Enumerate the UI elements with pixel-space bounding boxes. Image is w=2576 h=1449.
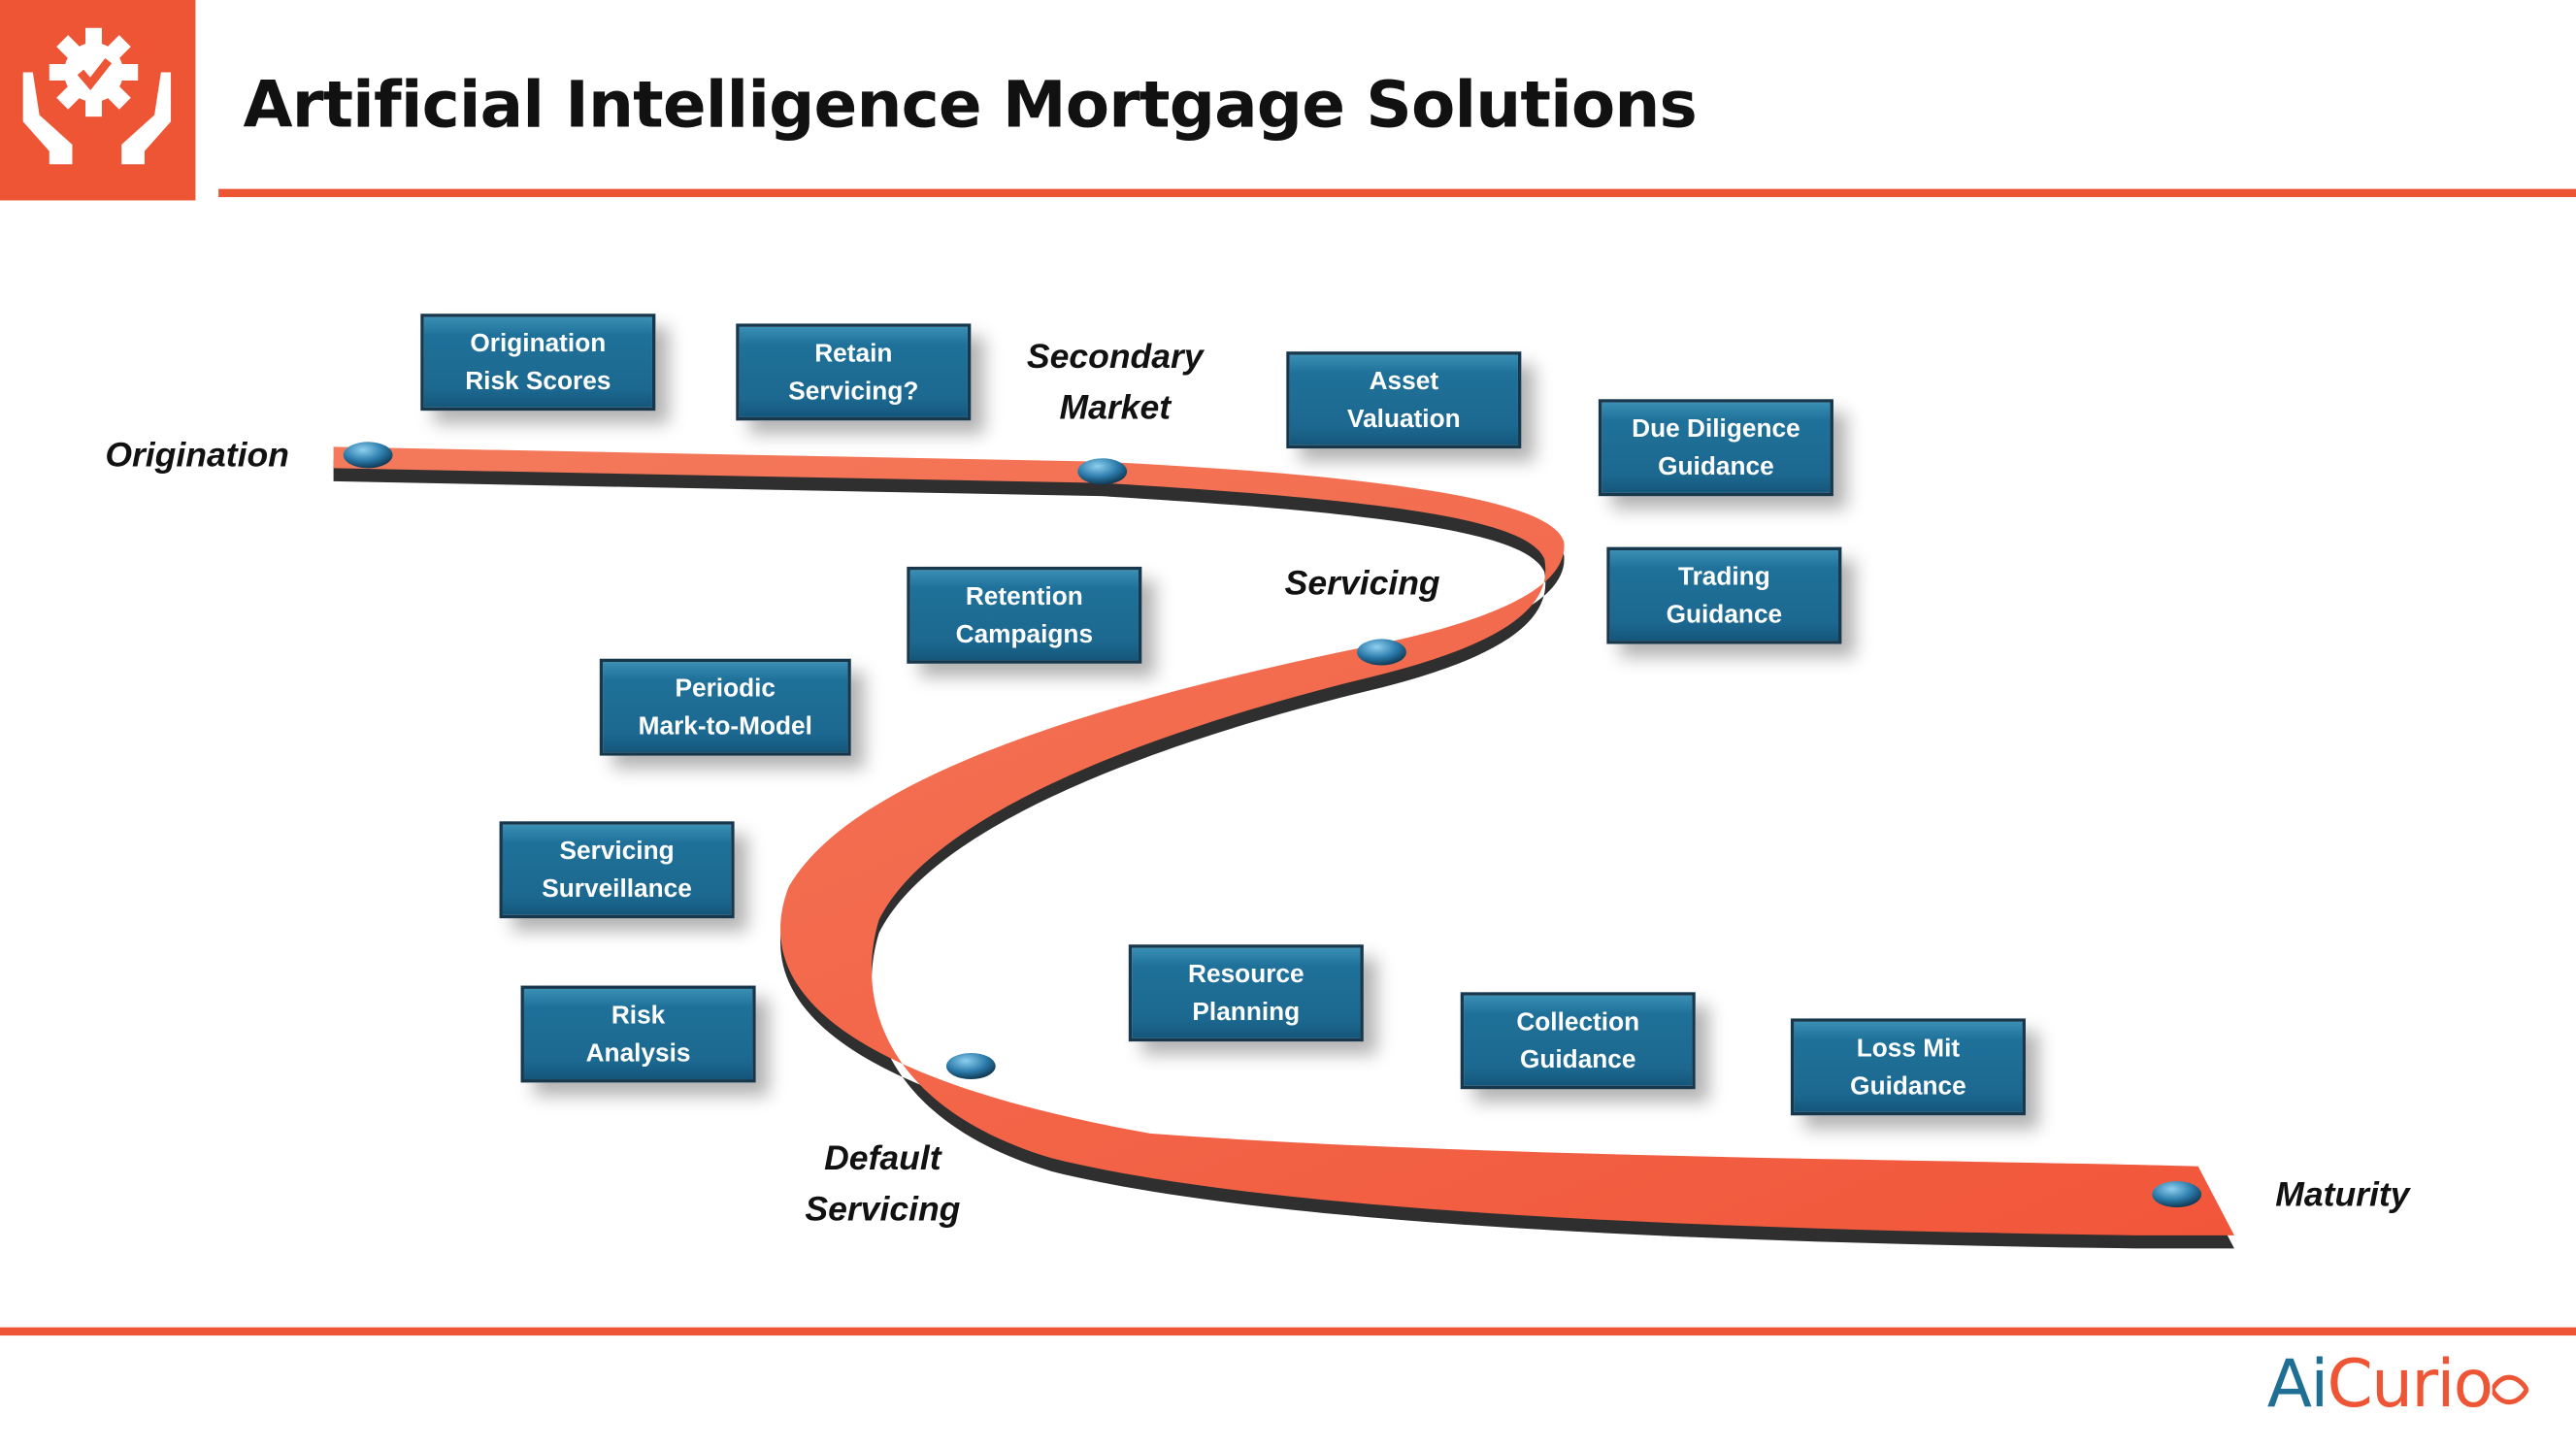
box-line: Analysis xyxy=(585,1038,691,1068)
box-line: Collection xyxy=(1516,1007,1640,1037)
box-line: Asset xyxy=(1369,367,1439,396)
logo-part-curio: Curio xyxy=(2327,1346,2493,1423)
box-line: Loss Mit xyxy=(1856,1034,1961,1063)
milestone-pin xyxy=(343,442,393,469)
milestone-pin xyxy=(1357,639,1406,666)
milestone-pin xyxy=(1077,458,1128,485)
box-line: Valuation xyxy=(1347,405,1461,434)
logo-part-ai: Ai xyxy=(2266,1346,2328,1423)
page-title: Artificial Intelligence Mortgage Solutio… xyxy=(243,69,1698,144)
box-line: Guidance xyxy=(1658,452,1774,481)
aicurio-logo: AiCurio xyxy=(2266,1346,2529,1423)
box-line: Trading xyxy=(1677,562,1770,591)
stage-line: Market xyxy=(1059,389,1172,428)
box-line: Due Diligence xyxy=(1632,414,1800,444)
stage-line: Secondary xyxy=(1026,338,1204,377)
box-line: Guidance xyxy=(1666,600,1783,629)
milestone-pin xyxy=(2152,1180,2202,1208)
stage-secondary-market: Secondary Market xyxy=(1027,332,1204,434)
box-line: Campaigns xyxy=(955,619,1094,648)
box-line: Retain xyxy=(814,339,893,368)
stage-origination: Origination xyxy=(105,437,289,476)
stage-line: Default xyxy=(824,1139,941,1178)
logo-tile xyxy=(0,0,196,201)
box-line: Servicing? xyxy=(788,377,919,406)
box-line: Surveillance xyxy=(542,874,692,904)
box-line: Guidance xyxy=(1850,1071,1966,1101)
box-line: Guidance xyxy=(1519,1045,1636,1074)
stage-default-servicing: Default Servicing xyxy=(805,1134,960,1235)
box-line: Periodic xyxy=(675,674,776,703)
stage-maturity: Maturity xyxy=(2275,1175,2410,1214)
hands-gear-check-icon xyxy=(22,27,172,165)
box-line: Planning xyxy=(1192,998,1301,1027)
header-divider xyxy=(218,188,2576,198)
box-line: Mark-to-Model xyxy=(638,711,812,741)
stage-servicing: Servicing xyxy=(1284,565,1440,604)
box-line: Servicing xyxy=(559,837,675,866)
box-line: Retention xyxy=(965,582,1083,610)
stage-line: Servicing xyxy=(805,1191,961,1230)
footer-divider xyxy=(0,1327,2576,1336)
box-line: Risk xyxy=(611,1001,666,1030)
box-line: Origination xyxy=(470,329,607,358)
eye-icon xyxy=(2490,1374,2529,1405)
box-line: Resource xyxy=(1188,960,1305,989)
milestone-pin xyxy=(945,1052,996,1080)
box-line: Risk Scores xyxy=(465,367,611,396)
